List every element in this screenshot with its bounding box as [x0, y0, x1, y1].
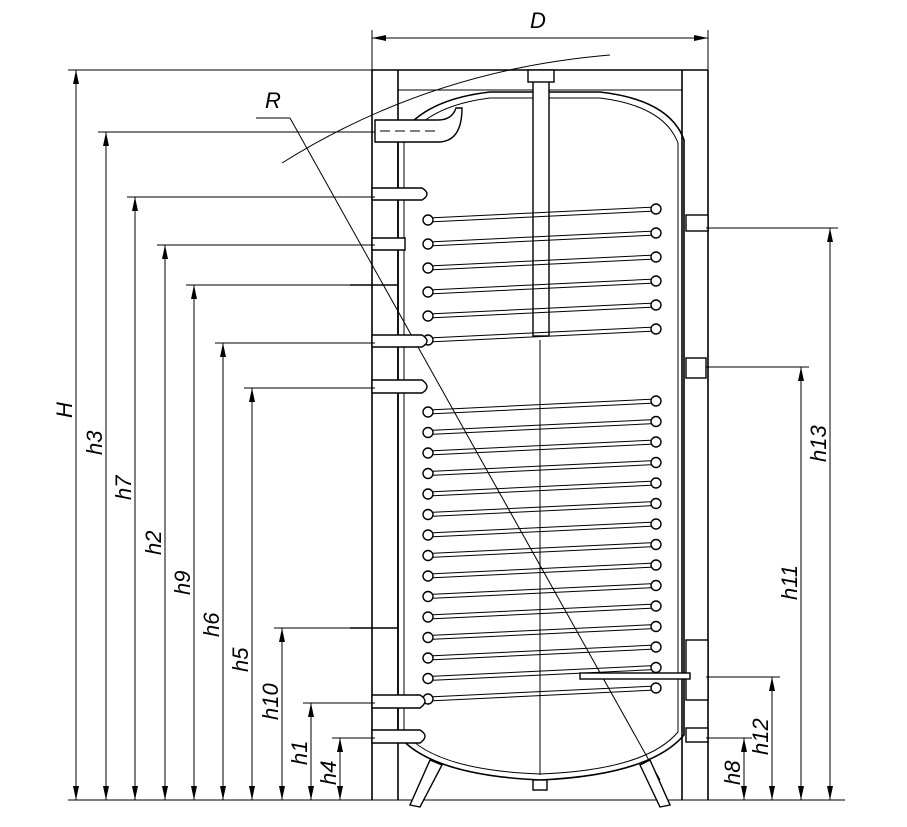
radius-R: R [256, 54, 661, 781]
coil-end [422, 238, 434, 250]
coil-turn [427, 326, 657, 343]
coil-end [650, 299, 662, 311]
label-h8: h8 [720, 760, 745, 785]
coil-end [650, 600, 662, 612]
coil-turn [427, 583, 657, 599]
label-h1: h1 [287, 741, 312, 765]
coil-end [650, 559, 662, 571]
label-h12: h12 [748, 718, 773, 755]
coil-turn [427, 460, 657, 476]
coil-end [422, 467, 434, 480]
coil-end [422, 508, 434, 521]
leg-left [409, 759, 443, 808]
coil-end [650, 641, 662, 653]
label-h6: h6 [199, 612, 224, 637]
leg-right [639, 759, 671, 808]
coil-end [650, 323, 662, 335]
left-connections [350, 187, 428, 744]
coil-end [650, 275, 662, 287]
label-h4: h4 [316, 761, 341, 785]
coil-end [422, 262, 434, 274]
coil-end [422, 488, 434, 500]
right-connections [579, 214, 709, 743]
coil-end [650, 227, 662, 239]
coil-end [650, 415, 662, 428]
coil-end [422, 652, 434, 664]
coil-end [650, 538, 662, 551]
right-dimensions [706, 227, 838, 800]
label-D: D [530, 8, 546, 33]
coil-turn [427, 419, 657, 435]
coil-turn [427, 302, 657, 319]
coil-end [650, 518, 662, 530]
coil-turn [427, 398, 657, 415]
label-h7: h7 [111, 475, 136, 500]
coil-end [650, 436, 662, 448]
upper-coil [422, 203, 662, 346]
coil-end [422, 611, 434, 623]
coil-end [422, 406, 434, 418]
coil-end [422, 529, 434, 541]
coil-end [650, 251, 662, 263]
label-h10: h10 [258, 683, 283, 720]
coil-end [650, 620, 662, 633]
coil-turn [427, 603, 657, 620]
coil-turn [427, 685, 657, 702]
coil-turn [427, 521, 657, 538]
coil-turn [427, 665, 657, 681]
coil-end [422, 310, 434, 322]
label-h13: h13 [806, 425, 831, 462]
coil-end [422, 447, 434, 459]
label-R: R [265, 88, 281, 113]
coil-end [422, 570, 434, 582]
coil-end [650, 203, 662, 215]
coil-end [650, 456, 662, 469]
coil-end [422, 426, 434, 439]
label-H: H [52, 402, 77, 418]
coil-end [650, 661, 662, 674]
label-h11: h11 [777, 565, 802, 600]
coil-end [650, 682, 662, 694]
label-h9: h9 [170, 571, 195, 595]
coil-end [650, 579, 662, 592]
coil-end [422, 549, 434, 562]
label-h5: h5 [228, 647, 253, 672]
coil-turn [427, 439, 657, 456]
coil-end [650, 497, 662, 510]
coil-end [422, 590, 434, 603]
coil-end [650, 395, 662, 407]
coil-turn [427, 644, 657, 661]
coil-turn [427, 480, 657, 497]
coil-turn [427, 562, 657, 579]
coil-turn [427, 230, 657, 247]
coil-turn [427, 624, 657, 640]
coil-end [422, 631, 434, 644]
left-dimensions [68, 69, 375, 800]
coil-turn [427, 278, 657, 295]
lower-coil [422, 395, 662, 705]
dimension-D: D [371, 8, 709, 70]
coil-end [422, 672, 434, 685]
coil-turn [427, 206, 657, 223]
coil-end [422, 286, 434, 298]
coil-turn [427, 254, 657, 271]
tank-vessel [374, 69, 685, 808]
coil-turn [427, 501, 657, 517]
coil-end [422, 214, 434, 226]
label-h2: h2 [141, 531, 166, 555]
coil-end [650, 477, 662, 489]
coil-turn [427, 542, 657, 558]
label-h3: h3 [82, 430, 107, 455]
